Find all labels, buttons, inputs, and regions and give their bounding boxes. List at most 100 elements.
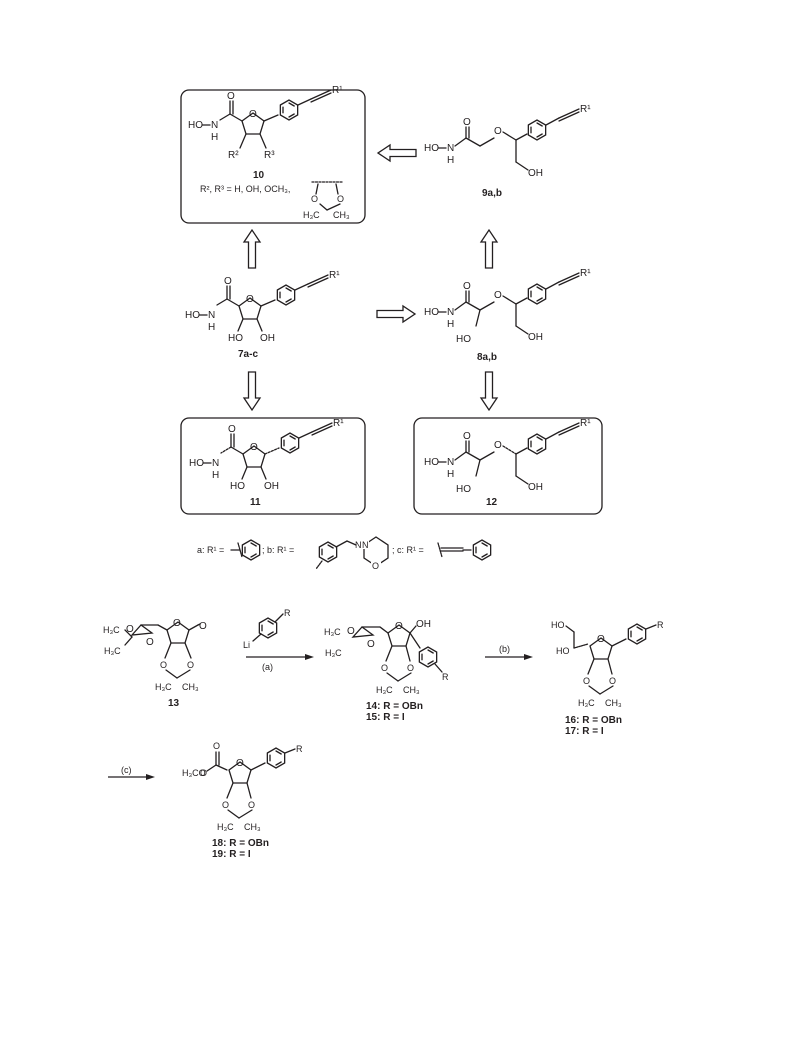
svg-text:R³: R³ xyxy=(264,150,275,161)
arrow-step-a xyxy=(246,654,314,660)
arrow-9-to-10 xyxy=(377,144,417,162)
svg-text:HO: HO xyxy=(556,646,570,656)
svg-text:O: O xyxy=(173,618,181,629)
label-compound-8: 8a,b xyxy=(477,352,497,363)
label-step-c: (c) xyxy=(121,765,132,775)
svg-text:O: O xyxy=(463,117,471,128)
svg-text:N: N xyxy=(355,540,362,550)
label-compound-13: 13 xyxy=(168,698,180,709)
svg-text:O: O xyxy=(246,294,254,305)
svg-text:R²: R² xyxy=(228,150,239,161)
svg-text:HO: HO xyxy=(456,334,471,345)
arrow-step-b xyxy=(485,654,533,660)
svg-text:HO: HO xyxy=(188,120,203,131)
svg-text:N: N xyxy=(208,310,215,321)
svg-text:HO: HO xyxy=(189,458,204,469)
svg-text:HO: HO xyxy=(230,481,245,492)
svg-text:O: O xyxy=(395,621,403,632)
svg-text:O: O xyxy=(311,194,318,204)
arrow-8-to-12 xyxy=(480,371,498,411)
svg-text:H₃C: H₃C xyxy=(155,682,172,692)
svg-text:Li: Li xyxy=(243,640,250,650)
svg-text:O: O xyxy=(337,194,344,204)
svg-text:HO: HO xyxy=(228,333,243,344)
svg-text:O: O xyxy=(222,800,229,810)
svg-text:; b: R¹ =: ; b: R¹ = xyxy=(262,545,294,555)
svg-text:OH: OH xyxy=(528,332,543,343)
label-compound-10: 10 xyxy=(253,170,265,181)
structure-compound-9: HO N H O O R¹ OH xyxy=(424,104,591,179)
svg-text:HO: HO xyxy=(424,143,439,154)
svg-text:N: N xyxy=(212,458,219,469)
svg-text:O: O xyxy=(224,276,232,287)
svg-text:N: N xyxy=(447,307,454,318)
reagent-aryllithium: R Li xyxy=(243,608,291,650)
svg-text:O: O xyxy=(609,676,616,686)
label-compound-9: 9a,b xyxy=(482,188,502,199)
svg-text:H: H xyxy=(447,155,454,166)
svg-text:OH: OH xyxy=(528,168,543,179)
svg-text:R¹: R¹ xyxy=(580,104,591,115)
svg-text:HO: HO xyxy=(424,307,439,318)
svg-text:HO: HO xyxy=(185,310,200,321)
svg-text:R: R xyxy=(442,672,449,682)
svg-text:O: O xyxy=(228,424,236,435)
svg-text:O: O xyxy=(213,741,220,751)
svg-text:O: O xyxy=(199,621,207,632)
svg-text:H: H xyxy=(447,319,454,330)
svg-text:H₃CO: H₃CO xyxy=(182,768,206,778)
svg-text:H₃C: H₃C xyxy=(376,685,393,695)
svg-text:H: H xyxy=(447,469,454,480)
svg-text:N: N xyxy=(362,540,369,550)
svg-text:H₃C: H₃C xyxy=(324,627,341,637)
svg-text:OH: OH xyxy=(416,619,431,630)
svg-text:OH: OH xyxy=(260,333,275,344)
svg-text:H₃C: H₃C xyxy=(578,698,595,708)
structure-compound-7: O O HO N H HO OH R¹ xyxy=(185,270,340,344)
svg-text:HO: HO xyxy=(551,620,565,630)
box-compound-10 xyxy=(180,89,366,224)
svg-text:R¹: R¹ xyxy=(580,418,591,429)
arrow-7-to-10 xyxy=(243,229,261,269)
svg-text:R: R xyxy=(284,608,291,618)
arrow-8-to-9 xyxy=(480,229,498,269)
structure-compound-10: O O HO N H R² R³ R¹ xyxy=(188,85,343,161)
svg-text:O: O xyxy=(146,637,154,648)
structure-compound-11: O O HO N H HO OH R¹ xyxy=(189,418,344,492)
svg-text:R: R xyxy=(296,744,303,754)
svg-text:a: R¹ =: a: R¹ = xyxy=(197,545,224,555)
svg-text:O: O xyxy=(187,660,194,670)
label-compound-17: 17: R = I xyxy=(565,726,604,737)
svg-text:O: O xyxy=(367,639,375,650)
arrow-7-to-8 xyxy=(376,305,416,323)
label-compound-14: 14: R = OBn xyxy=(366,701,423,712)
svg-text:CH₃: CH₃ xyxy=(244,822,261,832)
label-compound-16: 16: R = OBn xyxy=(565,715,622,726)
svg-text:R¹: R¹ xyxy=(333,418,344,429)
svg-text:O: O xyxy=(200,768,207,778)
svg-text:O: O xyxy=(494,126,502,137)
arrow-7-to-11 xyxy=(243,371,261,411)
label-compound-19: 19: R = I xyxy=(212,849,251,860)
svg-text:O: O xyxy=(250,442,258,453)
box-compound-12 xyxy=(413,417,603,515)
svg-text:O: O xyxy=(494,440,502,451)
structure-compound-12: HO N H O O HO R¹ OH xyxy=(424,418,591,495)
svg-text:O: O xyxy=(249,109,257,120)
svg-text:CH₃: CH₃ xyxy=(605,698,622,708)
svg-text:R¹: R¹ xyxy=(580,268,591,279)
box-compound-11 xyxy=(180,417,366,515)
svg-text:H: H xyxy=(211,132,218,143)
svg-text:N: N xyxy=(447,457,454,468)
svg-text:O: O xyxy=(463,431,471,442)
svg-text:R: R xyxy=(657,620,664,630)
svg-text:; c: R¹ =: ; c: R¹ = xyxy=(392,545,424,555)
svg-text:O: O xyxy=(160,660,167,670)
svg-text:O: O xyxy=(372,561,379,571)
svg-text:O: O xyxy=(126,624,134,635)
structure-compound-14-15: O O H₃C H₃C O OH R O O H₃C CH₃ xyxy=(324,619,449,695)
svg-text:O: O xyxy=(583,676,590,686)
label-compound-11: 11 xyxy=(250,497,261,508)
structure-compound-13: O O H₃C H₃C O O O O H₃C CH₃ xyxy=(103,618,207,692)
